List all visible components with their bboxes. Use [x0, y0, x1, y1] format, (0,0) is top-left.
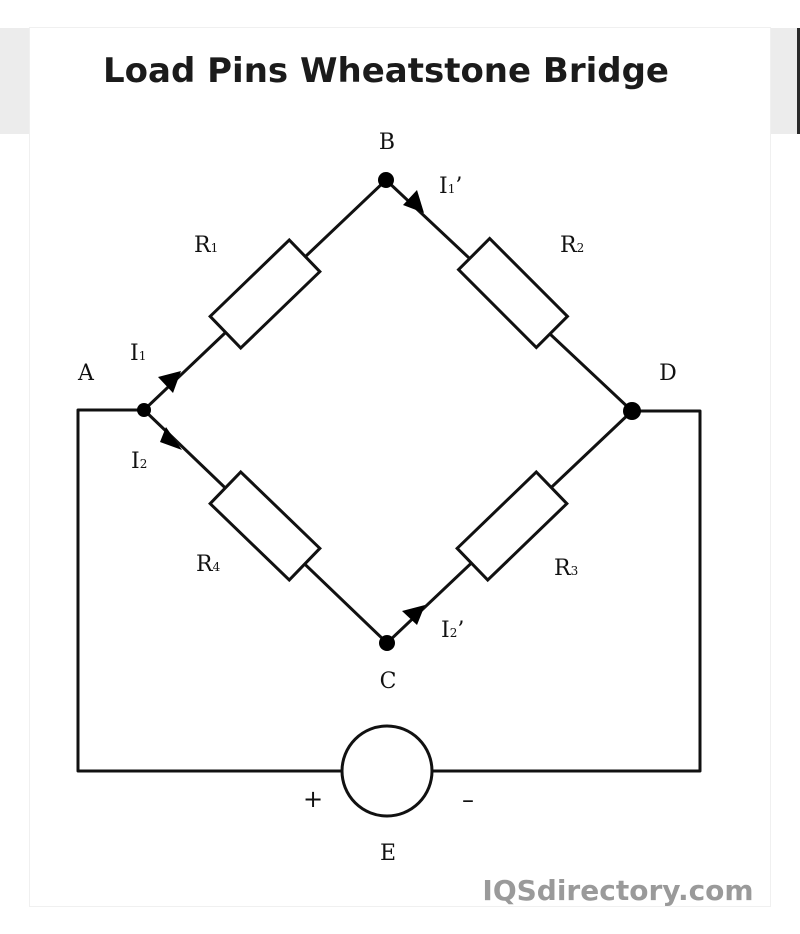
- current-arrow-i2: [160, 427, 182, 450]
- node-d-dot: [623, 402, 641, 420]
- background-edge: [797, 28, 800, 134]
- node-b-label: B: [379, 130, 395, 155]
- current-i2-prime-label: I2’: [441, 618, 464, 643]
- node-d-label: D: [659, 361, 677, 386]
- node-c-dot: [379, 635, 395, 651]
- current-arrow-i2-prime: [402, 605, 425, 625]
- voltage-source: [340, 724, 434, 818]
- resistor-r2: [456, 236, 570, 350]
- resistor-r4: [208, 469, 322, 583]
- wire-left-loop: [76, 408, 344, 773]
- source-minus-sign: –: [462, 786, 474, 814]
- wire-right-loop: [431, 409, 702, 773]
- current-arrow-i1: [158, 371, 181, 393]
- resistor-r1-label: R1: [194, 233, 218, 258]
- resistor-r3: [455, 469, 569, 583]
- source-e-label: E: [380, 841, 396, 866]
- node-a-dot: [137, 403, 151, 417]
- resistor-r2-label: R2: [560, 233, 584, 258]
- page-title: Load Pins Wheatstone Bridge: [103, 51, 669, 91]
- resistor-r1: [208, 237, 322, 351]
- current-i1-prime-label: I1’: [439, 174, 462, 199]
- node-c-label: C: [380, 669, 397, 694]
- watermark: IQSdirectory.com: [482, 874, 753, 907]
- node-b-dot: [378, 172, 394, 188]
- resistor-r4-label: R4: [196, 552, 221, 577]
- source-plus-sign: +: [303, 785, 323, 813]
- resistor-r3-label: R3: [554, 556, 578, 581]
- current-arrow-i1-prime: [403, 190, 424, 213]
- current-i2-label: I2: [131, 449, 147, 474]
- current-i1-label: I1: [130, 341, 146, 366]
- node-a-label: A: [77, 361, 95, 386]
